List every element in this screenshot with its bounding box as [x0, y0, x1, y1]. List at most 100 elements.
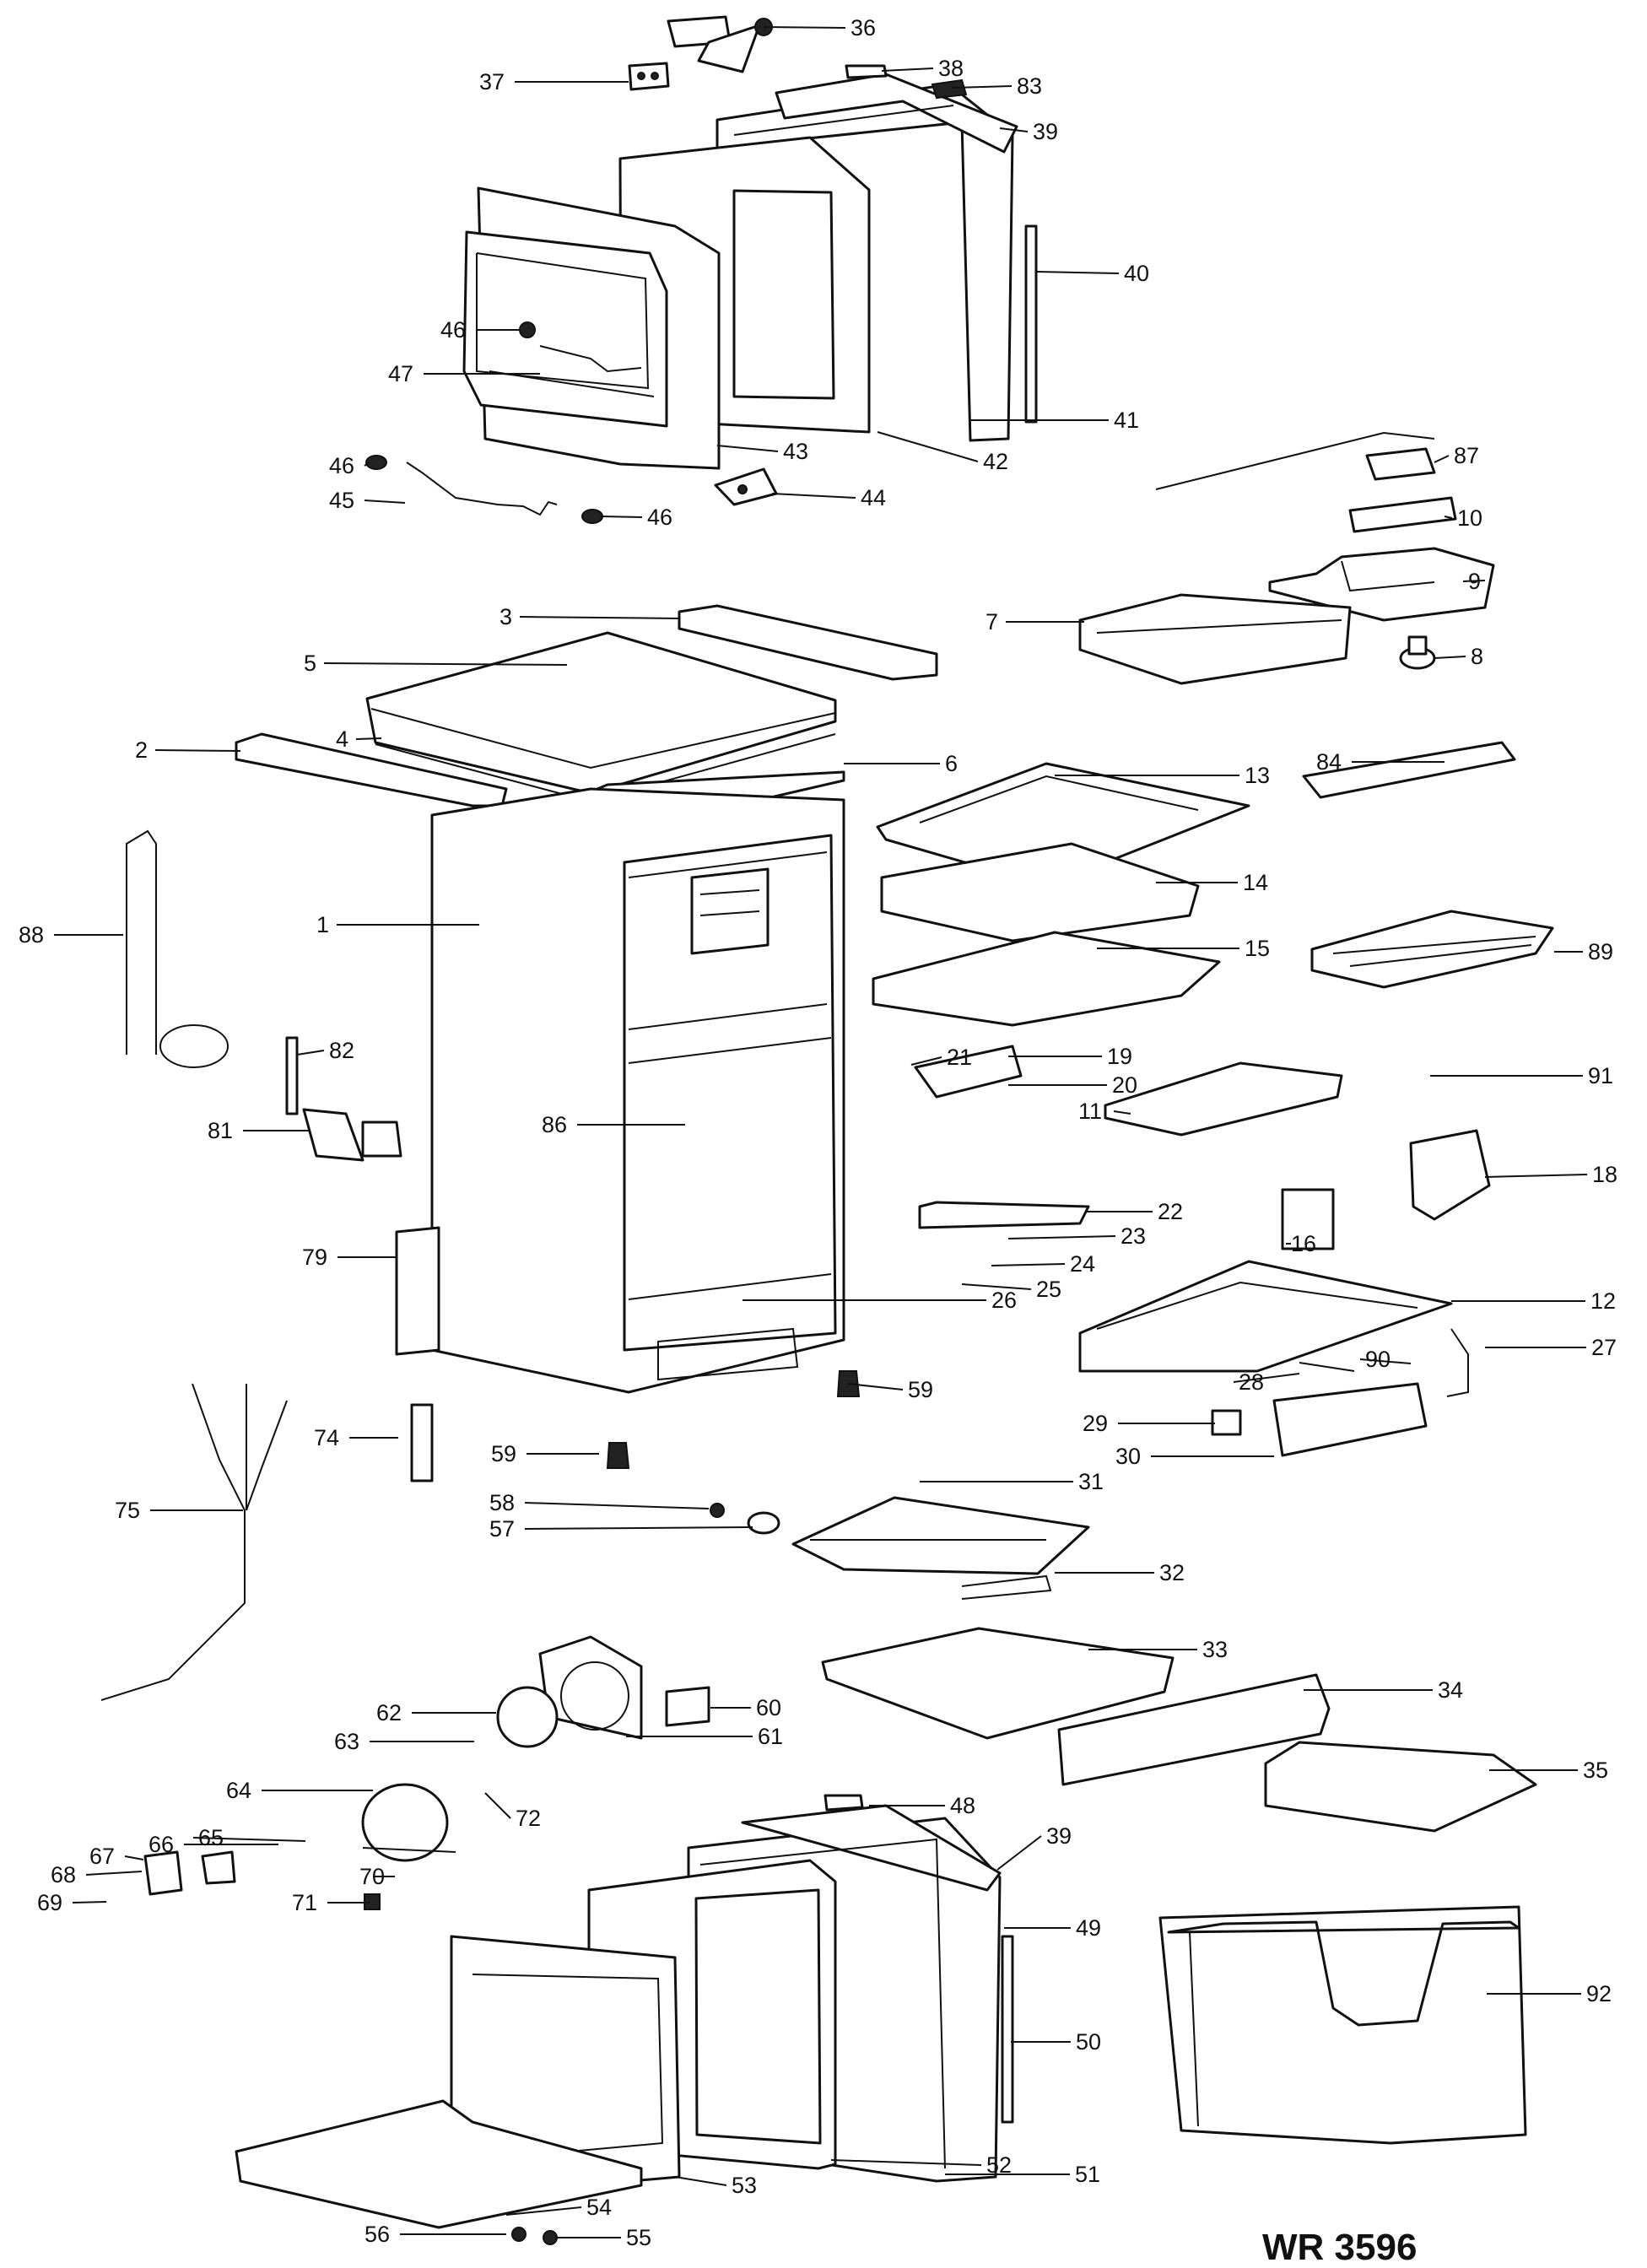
- clip-83: [931, 78, 968, 100]
- callout-18: 18: [1484, 1162, 1617, 1187]
- callout-number: 47: [388, 361, 413, 386]
- callout-number: 59: [491, 1441, 516, 1466]
- bracket-79: [395, 1226, 440, 1356]
- callout-number: 13: [1245, 763, 1270, 788]
- callout-58: 58: [489, 1490, 710, 1515]
- callout-number: 46: [647, 505, 672, 530]
- leader-line: [364, 462, 370, 467]
- callout-86: 86: [542, 1112, 685, 1137]
- callout-number: 1: [316, 912, 329, 937]
- leader-line: [124, 1855, 144, 1860]
- callout-62: 62: [376, 1700, 496, 1725]
- leader-line: [600, 516, 643, 518]
- vegetable-bin-92: [1158, 1905, 1527, 2145]
- callout-55: 55: [557, 2225, 651, 2250]
- rod-28: [1299, 1362, 1355, 1372]
- bracket-32: [961, 1574, 1052, 1600]
- callout-37: 37: [479, 69, 629, 94]
- callout-number: 11: [1078, 1099, 1102, 1124]
- callout-38: 38: [881, 56, 964, 81]
- callout-number: 64: [226, 1778, 251, 1803]
- callout-number: 5: [304, 651, 316, 676]
- callout-91: 91: [1430, 1063, 1613, 1088]
- callout-63: 63: [334, 1729, 474, 1754]
- callout-35: 35: [1489, 1758, 1608, 1783]
- leader-line: [996, 1835, 1042, 1871]
- callout-number: 22: [1158, 1199, 1183, 1224]
- callout-number: 14: [1243, 870, 1268, 895]
- callout-59: 59: [847, 1377, 933, 1402]
- callout-number: 48: [950, 1793, 975, 1818]
- compressor-64: [361, 1783, 456, 1862]
- bracket-10: [1348, 496, 1457, 533]
- leader-line: [1007, 1235, 1116, 1239]
- callout-number: 72: [516, 1806, 541, 1831]
- condenser-31: [791, 1496, 1090, 1575]
- callout-54: 54: [505, 2195, 612, 2220]
- callout-number: 44: [861, 485, 886, 510]
- leader-line: [1434, 455, 1450, 463]
- leader-line: [1359, 1358, 1412, 1364]
- crisper-14: [880, 842, 1200, 942]
- callout-27: 27: [1485, 1335, 1617, 1360]
- callout-number: 60: [756, 1695, 781, 1720]
- callout-61: 61: [626, 1724, 783, 1749]
- callout-56: 56: [364, 2222, 506, 2247]
- callout-16: 16: [1286, 1231, 1316, 1256]
- callout-number: 39: [1046, 1823, 1072, 1849]
- leader-line: [951, 85, 1012, 89]
- door-shelf-rod-47: [539, 345, 642, 373]
- callout-48: 48: [869, 1793, 975, 1818]
- callout-number: 19: [1107, 1044, 1132, 1069]
- callout-69: 69: [37, 1890, 107, 1915]
- leader-line: [323, 662, 568, 666]
- top-cover-5: [365, 631, 837, 795]
- callout-number: 84: [1316, 749, 1342, 775]
- callout-number: 92: [1586, 1981, 1612, 2006]
- callout-number: 51: [1075, 2162, 1100, 2187]
- callout-64: 64: [226, 1778, 373, 1803]
- leader-line: [1233, 1373, 1300, 1383]
- callout-number: 89: [1588, 939, 1613, 964]
- leader-line: [1035, 271, 1120, 274]
- callout-92: 92: [1487, 1981, 1612, 2006]
- callout-46: 46: [600, 505, 672, 530]
- callout-2: 2: [135, 737, 241, 763]
- callout-number: 27: [1591, 1335, 1617, 1360]
- grille-34: [1057, 1673, 1331, 1786]
- callout-67: 67: [89, 1844, 144, 1869]
- callout-66: 66: [148, 1832, 278, 1857]
- callout-60: 60: [710, 1695, 781, 1720]
- callout-number: 68: [51, 1862, 76, 1887]
- callout-21: 21: [910, 1045, 972, 1070]
- door-rail-54: [235, 2099, 643, 2229]
- callout-number: 53: [732, 2173, 757, 2198]
- leader-line: [881, 68, 934, 72]
- leader-line: [1484, 1174, 1588, 1178]
- callout-87: 87: [1434, 443, 1479, 468]
- thermostat-87: [1155, 431, 1436, 490]
- wire-shelf-89: [1310, 910, 1554, 989]
- leader-line: [961, 1283, 1032, 1290]
- callout-28: 28: [1233, 1369, 1300, 1395]
- callout-7: 7: [986, 609, 1084, 634]
- callout-number: 12: [1590, 1288, 1616, 1314]
- callout-number: 45: [329, 488, 354, 513]
- cabinet-1: [430, 787, 845, 1394]
- leader-line: [1113, 1110, 1131, 1115]
- filter-dryer-74: [410, 1403, 434, 1482]
- leader-line: [847, 1383, 904, 1390]
- callout-number: 36: [850, 15, 876, 40]
- callout-number: 18: [1592, 1162, 1617, 1187]
- callout-89: 89: [1554, 939, 1613, 964]
- control-housing-9: [1268, 547, 1495, 622]
- callout-number: 31: [1078, 1469, 1104, 1494]
- callout-6: 6: [844, 751, 958, 776]
- callout-number: 74: [314, 1425, 339, 1450]
- callout-10: 10: [1444, 505, 1482, 531]
- leader-line: [674, 2176, 727, 2186]
- callout-number: 88: [19, 922, 44, 948]
- gasket-strip-50: [1001, 1935, 1014, 2124]
- callout-number: 16: [1291, 1231, 1316, 1256]
